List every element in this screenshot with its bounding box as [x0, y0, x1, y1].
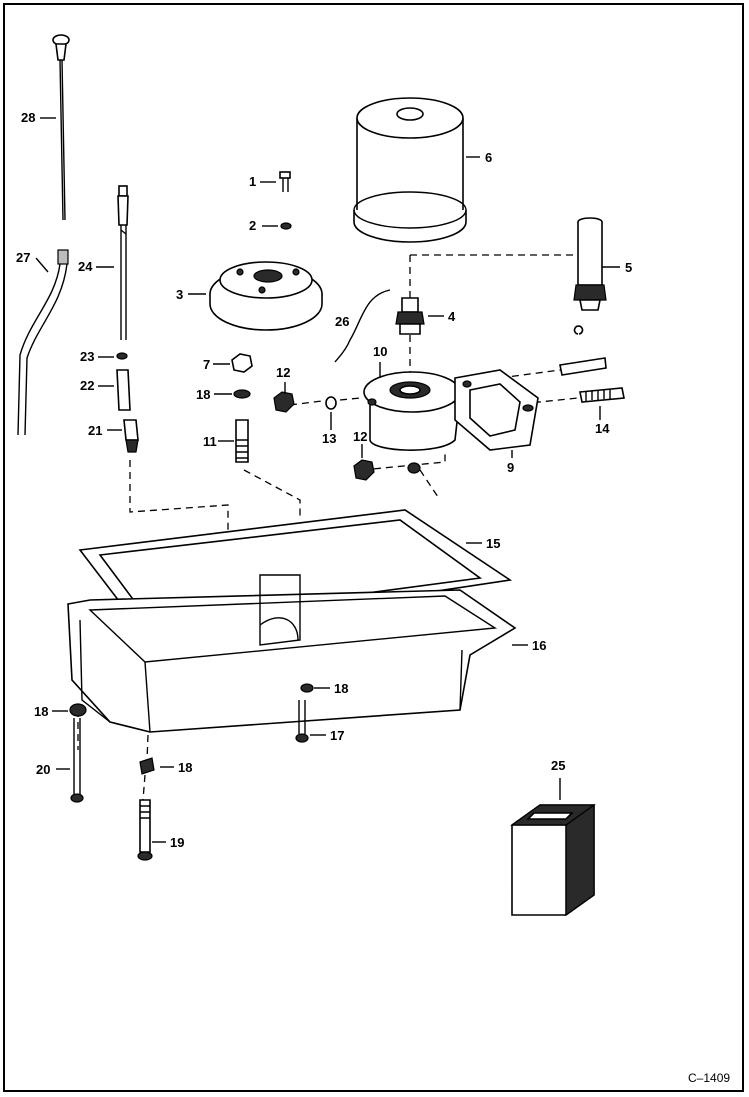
washer-18-drain — [69, 703, 87, 717]
washer-lower — [407, 462, 421, 474]
callout-19: 19 — [170, 835, 184, 850]
callout-25: 25 — [551, 758, 565, 773]
filter-base-10 — [363, 371, 461, 451]
adapter-9 — [454, 369, 539, 451]
fitting-21 — [123, 419, 139, 453]
washer-18-pan — [300, 683, 314, 693]
bolt-17 — [295, 700, 309, 743]
washer-18-upper — [233, 389, 251, 399]
callout-16: 16 — [532, 638, 546, 653]
callout-26: 26 — [335, 314, 349, 329]
nut-7 — [231, 353, 253, 373]
callout-17: 17 — [330, 728, 344, 743]
callout-numbers: 28 27 24 23 22 21 1 2 3 6 5 4 26 10 12 1… — [16, 110, 632, 850]
fitting-4 — [395, 297, 425, 335]
callout-24: 24 — [78, 259, 93, 274]
callout-20: 20 — [36, 762, 50, 777]
callout-22: 22 — [80, 378, 94, 393]
callout-12-lower: 12 — [353, 429, 367, 444]
callout-13: 13 — [322, 431, 336, 446]
callout-18-drain: 18 — [34, 704, 48, 719]
callout-2: 2 — [249, 218, 256, 233]
housing-cover-3 — [209, 261, 323, 331]
figure-code: C–1409 — [688, 1071, 730, 1085]
filter-element-6 — [353, 97, 467, 243]
callout-7: 7 — [203, 357, 210, 372]
washer-2 — [280, 222, 292, 230]
oil-pan-16 — [67, 574, 517, 733]
ring-23 — [116, 352, 128, 360]
callout-18-pan: 18 — [334, 681, 348, 696]
dipstick-28 — [52, 34, 70, 221]
dipstick-tube-27 — [17, 249, 69, 436]
bolt-1 — [279, 171, 291, 192]
callout-11: 11 — [203, 434, 217, 449]
callout-14: 14 — [595, 421, 610, 436]
callout-27: 27 — [16, 250, 30, 265]
washer-13 — [325, 396, 337, 410]
callout-5: 5 — [625, 260, 632, 275]
washer-18-lower — [139, 757, 155, 775]
callout-15: 15 — [486, 536, 500, 551]
stud-upper — [559, 325, 607, 376]
callout-6: 6 — [485, 150, 492, 165]
callout-leader-lines — [35, 117, 620, 843]
filter-nipple-5 — [573, 217, 607, 311]
callout-1: 1 — [249, 174, 256, 189]
callout-12-upper: 12 — [276, 365, 290, 380]
callout-28: 28 — [21, 110, 35, 125]
callout-18-lower: 18 — [178, 760, 192, 775]
callout-21: 21 — [88, 423, 102, 438]
nut-12-lower — [353, 459, 375, 481]
filter-kit-25 — [510, 803, 596, 917]
callout-18-upper: 18 — [196, 387, 210, 402]
bolt-19 — [137, 799, 153, 861]
bracket-26 — [334, 289, 391, 363]
stud-11 — [235, 419, 249, 463]
callout-10: 10 — [373, 344, 387, 359]
drain-plug-20 — [70, 718, 84, 803]
callout-4: 4 — [448, 309, 456, 324]
callout-23: 23 — [80, 349, 94, 364]
callout-3: 3 — [176, 287, 183, 302]
callout-9: 9 — [507, 460, 514, 475]
hose-22 — [116, 369, 131, 411]
nut-12-upper — [273, 391, 295, 413]
stud-14 — [579, 387, 625, 403]
tube-24 — [117, 185, 129, 340]
